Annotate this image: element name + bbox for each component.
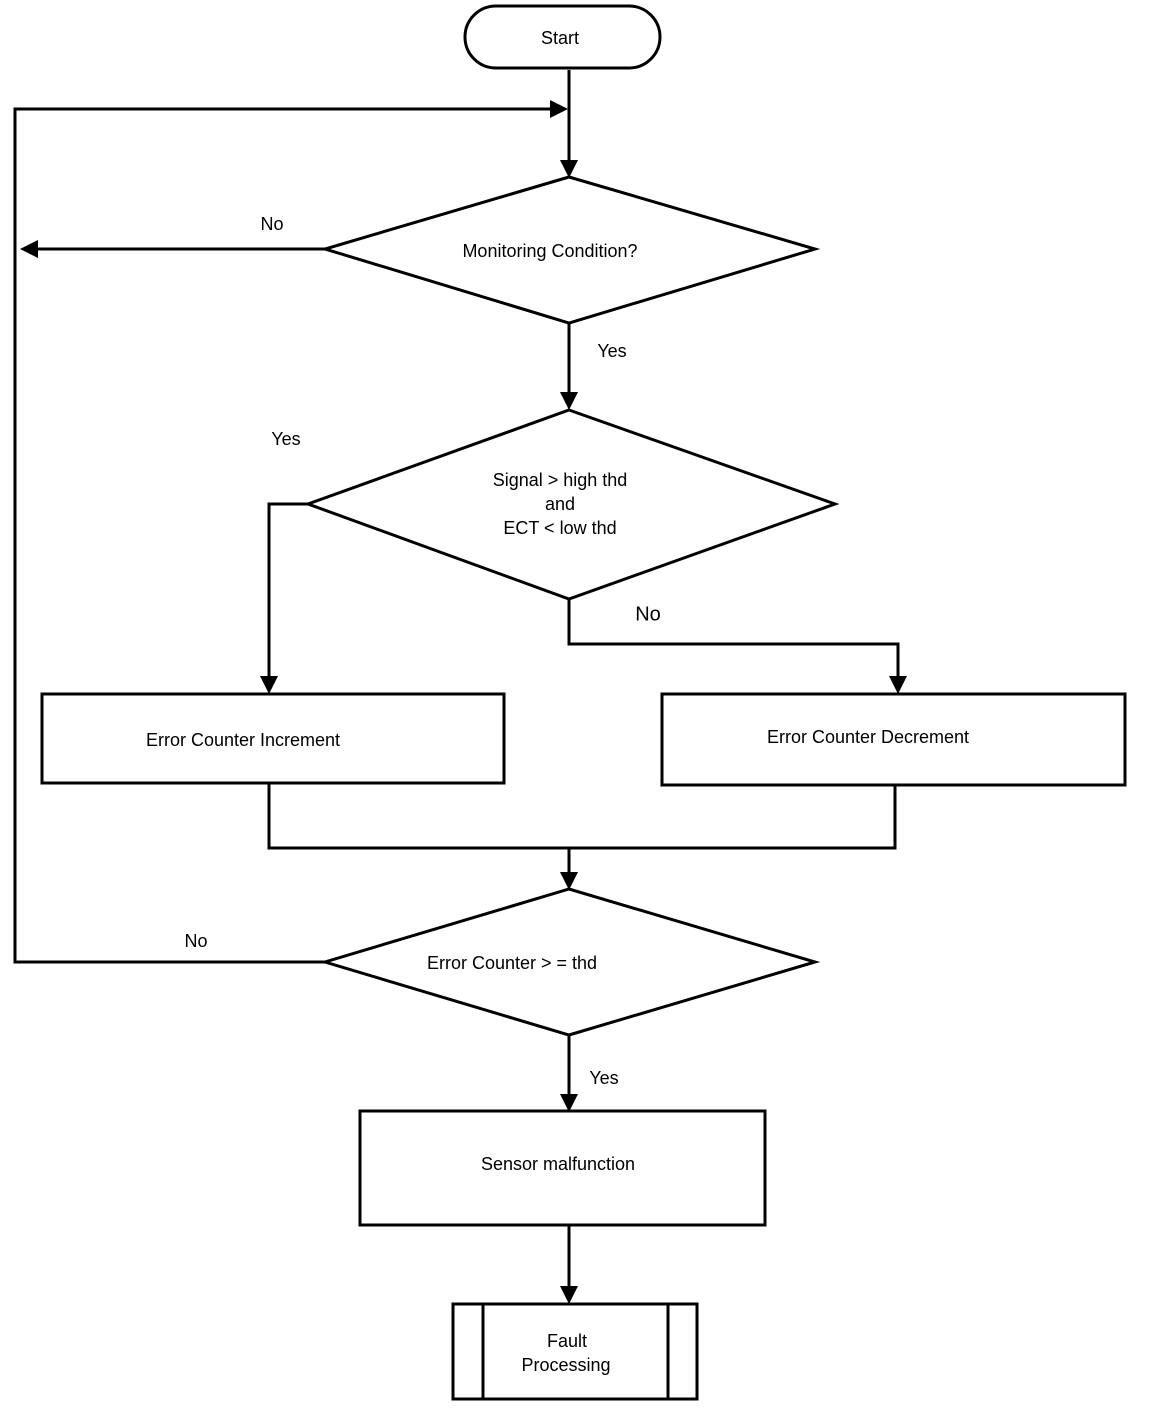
signal-threshold-label-line3: ECT < low thd bbox=[503, 518, 616, 538]
arrowhead-start-to-monitoring bbox=[560, 160, 578, 178]
fault-processing-label-line1: Fault bbox=[547, 1331, 587, 1351]
error-counter-decrement-label: Error Counter Decrement bbox=[767, 727, 969, 747]
arrowhead-signal-yes bbox=[260, 676, 278, 694]
sensor-malfunction-box bbox=[358, 1109, 767, 1227]
error-counter-decrement-box bbox=[660, 692, 1127, 787]
signal-threshold-label-line2: and bbox=[545, 494, 575, 514]
error-counter-threshold-decision bbox=[319, 887, 821, 1037]
arrowhead-monitoring-yes bbox=[560, 392, 578, 410]
edge-label-counter-yes: Yes bbox=[589, 1068, 618, 1088]
edge-label-counter-no: No bbox=[184, 931, 207, 951]
connector-increment-merge bbox=[267, 783, 897, 850]
edge-label-monitoring-no: No bbox=[260, 214, 283, 234]
sensor-malfunction-label: Sensor malfunction bbox=[481, 1154, 635, 1174]
arrowhead-merge-to-counter bbox=[560, 872, 578, 890]
connector-signal-no bbox=[567, 599, 900, 676]
edge-label-signal-yes: Yes bbox=[271, 429, 300, 449]
error-counter-increment-box bbox=[40, 692, 506, 785]
arrowhead-counter-yes bbox=[560, 1094, 578, 1112]
connector-signal-yes bbox=[267, 502, 308, 676]
fault-processing-label-line2: Processing bbox=[521, 1355, 610, 1375]
connector-loopback bbox=[13, 107, 550, 964]
monitoring-condition-decision bbox=[319, 175, 821, 325]
arrowhead-signal-no bbox=[889, 676, 907, 694]
arrowhead-monitoring-no bbox=[20, 240, 38, 258]
error-counter-threshold-label: Error Counter > = thd bbox=[427, 953, 597, 973]
edge-label-signal-no: No bbox=[635, 603, 661, 625]
arrowhead-loopback bbox=[550, 100, 568, 118]
start-label: Start bbox=[541, 28, 579, 48]
edge-label-monitoring-yes: Yes bbox=[597, 341, 626, 361]
error-counter-increment-label: Error Counter Increment bbox=[146, 730, 340, 750]
signal-threshold-decision bbox=[303, 408, 840, 601]
signal-threshold-label-line1: Signal > high thd bbox=[493, 470, 628, 490]
monitoring-condition-label: Monitoring Condition? bbox=[462, 241, 637, 261]
start-terminator bbox=[463, 4, 662, 70]
fault-processing-box bbox=[451, 1302, 699, 1401]
arrowhead-malfunction-to-fault bbox=[560, 1286, 578, 1304]
